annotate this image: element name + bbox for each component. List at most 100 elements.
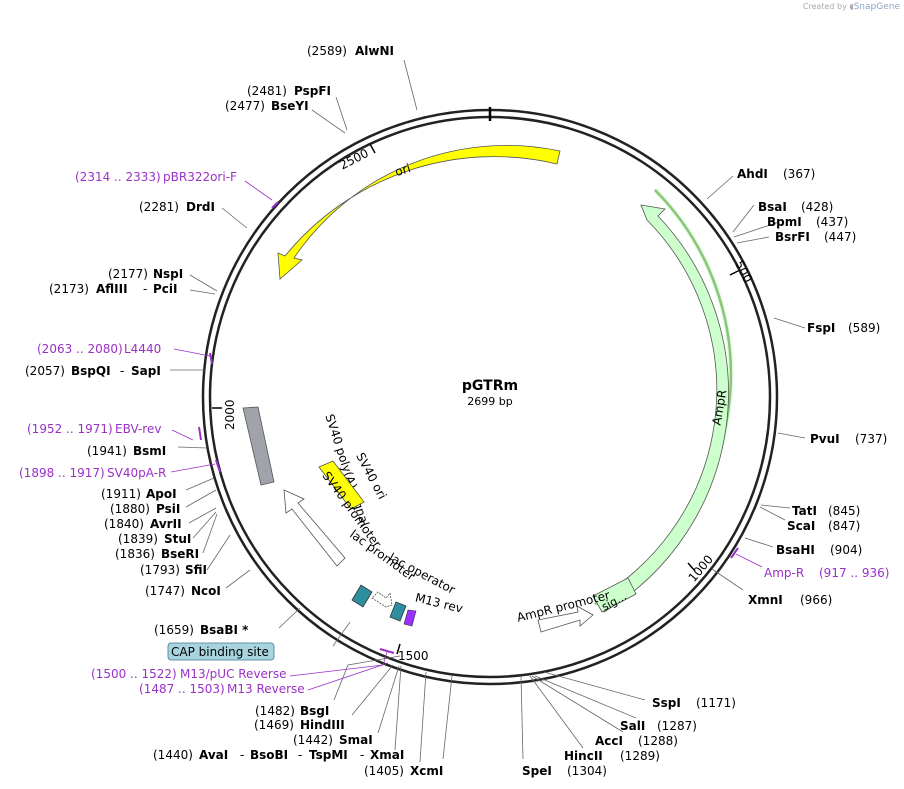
enzyme-sfii-name: SfiI — [185, 563, 207, 577]
primer-l4440-range: (2063 .. 2080) — [37, 342, 123, 356]
connectors — [170, 59, 806, 763]
feature-lac-operator-b — [389, 601, 407, 622]
enzyme-sapi-name: SapI — [131, 364, 161, 378]
primer-m13rev-range: (1487 .. 1503) — [139, 682, 225, 696]
enzyme-tati-pos: (845) — [828, 504, 860, 518]
enzyme-apoi-pos: (1911) — [101, 487, 141, 501]
enzyme-bsabi-name: BsaBI * — [200, 623, 249, 637]
enzyme-ahdi-pos: (367) — [783, 167, 815, 181]
primer-pbr322ori-range: (2314 .. 2333) — [75, 170, 161, 184]
enzyme-hindiii-pos: (1469) — [254, 718, 294, 732]
enzyme-stui-pos: (1839) — [118, 532, 158, 546]
enzyme-pvui-name: PvuI — [810, 432, 840, 446]
enzyme-drdi-name: DrdI — [186, 200, 215, 214]
feature-m13-rev-label: M13 rev — [414, 590, 465, 615]
enzyme-pspfi-pos: (2481) — [247, 84, 287, 98]
svg-text:-: - — [143, 282, 147, 296]
enzyme-avai-pos: (1440) — [153, 748, 193, 762]
feature-lac-promoter-label: lac promoter — [347, 527, 417, 583]
primer-l4440-name: L4440 — [124, 342, 161, 356]
enzyme-bsrfi-pos: (447) — [824, 230, 856, 244]
features: ori AmpR sig... AmpR promoter SV40 poly(… — [167, 144, 734, 661]
enzyme-sali-name: SalI — [620, 719, 645, 733]
enzyme-hincii-name: HincII — [564, 749, 603, 763]
enzyme-bseri-name: BseRI — [161, 547, 199, 561]
watermark-brand: SnapGene — [853, 2, 900, 12]
primer-connectors — [170, 180, 763, 691]
primer-sv40par-name: SV40pA-R — [107, 466, 166, 480]
feature-sv40-ori — [318, 460, 365, 510]
feature-ori — [277, 144, 561, 280]
enzyme-smai-pos: (1442) — [293, 733, 333, 747]
primer-ebvrev-name: EBV-rev — [115, 422, 161, 436]
feature-ampr-promoter — [537, 605, 594, 633]
enzyme-bsgi-pos: (1482) — [255, 704, 295, 718]
enzyme-bsai-name: BsaI — [758, 200, 787, 214]
snapgene-icon: ◖ — [849, 2, 854, 11]
enzyme-bsrfi-name: BsrFI — [775, 230, 810, 244]
enzyme-sfii-pos: (1793) — [140, 563, 180, 577]
enzyme-sali-pos: (1287) — [657, 719, 697, 733]
enzyme-bsahi-pos: (904) — [830, 543, 862, 557]
feature-ampr — [594, 204, 729, 613]
watermark: Created by ◖SnapGene — [803, 2, 900, 12]
enzyme-bsmi-name: BsmI — [133, 444, 166, 458]
enzyme-fspi-name: FspI — [807, 321, 835, 335]
feature-lac-operator-a — [351, 584, 373, 608]
enzyme-spei-pos: (1304) — [567, 764, 607, 778]
plasmid-name: pGTRm — [462, 378, 518, 394]
enzyme-pspfi-name: PspFI — [294, 84, 331, 98]
enzyme-stui-name: StuI — [164, 532, 191, 546]
enzyme-bsahi-name: BsaHI — [776, 543, 815, 557]
enzyme-psii-name: PsiI — [156, 502, 180, 516]
enzyme-apoi-name: ApoI — [146, 487, 177, 501]
enzyme-bsmi-pos: (1941) — [87, 444, 127, 458]
primer-ampr-name: Amp-R — [764, 566, 804, 580]
enzyme-acci-name: AccI — [595, 734, 623, 748]
enzyme-afliii-name: AflIII — [96, 282, 128, 296]
feature-sig — [592, 577, 637, 613]
svg-text:-: - — [120, 364, 124, 378]
enzyme-acci-pos: (1288) — [638, 734, 678, 748]
feature-m13-rev — [403, 609, 417, 627]
primer-sv40par-range: (1898 .. 1917) — [19, 466, 105, 480]
enzyme-bspqi-pos: (2057) — [25, 364, 65, 378]
enzyme-xmai-name: XmaI — [370, 748, 404, 762]
enzyme-smai-name: SmaI — [339, 733, 373, 747]
enzyme-psii-pos: (1880) — [110, 502, 150, 516]
enzyme-sspi-pos: (1171) — [696, 696, 736, 710]
enzyme-pvui-pos: (737) — [855, 432, 887, 446]
enzyme-bpmi-pos: (437) — [816, 215, 848, 229]
enzyme-labels: (2589) AlwNI (2481) PspFI (2477) BseYI (… — [25, 44, 887, 778]
enzyme-hindiii-name: HindIII — [300, 718, 345, 732]
enzyme-ncoi-name: NcoI — [191, 584, 221, 598]
enzyme-avrii-name: AvrII — [150, 517, 182, 531]
primer-m13puc-range: (1500 .. 1522) — [91, 667, 177, 681]
enzyme-alwni-pos: (2589) — [307, 44, 347, 58]
enzyme-avai-name: AvaI — [199, 748, 228, 762]
enzyme-hincii-pos: (1289) — [620, 749, 660, 763]
enzyme-tspmi-name: TspMI — [309, 748, 348, 762]
svg-text:-: - — [298, 748, 302, 762]
enzyme-pcii-name: PciI — [153, 282, 178, 296]
svg-text:-: - — [240, 748, 244, 762]
primer-pbr322ori-name: pBR322ori-F — [163, 170, 237, 184]
tick-1500: 1500 — [398, 649, 429, 663]
feature-ampr-label: AmpR — [710, 389, 730, 427]
enzyme-scai-name: ScaI — [787, 519, 815, 533]
tick-2000: 2000 — [223, 399, 237, 430]
enzyme-bseyi-pos: (2477) — [225, 99, 265, 113]
enzyme-afliii-pos: (2173) — [49, 282, 89, 296]
enzyme-fspi-pos: (589) — [848, 321, 880, 335]
enzyme-scai-pos: (847) — [828, 519, 860, 533]
primer-m13puc-name: M13/pUC Reverse — [180, 667, 287, 681]
feature-sv40-promoter — [283, 489, 346, 567]
enzyme-alwni-name: AlwNI — [355, 44, 394, 58]
svg-text:-: - — [360, 748, 364, 762]
feature-ori-label: ori — [393, 161, 412, 179]
feature-lac-promoter — [371, 591, 393, 608]
enzyme-xcmi-pos: (1405) — [364, 764, 404, 778]
enzyme-nspi-name: NspI — [153, 267, 183, 281]
enzyme-bpmi-name: BpmI — [767, 215, 802, 229]
